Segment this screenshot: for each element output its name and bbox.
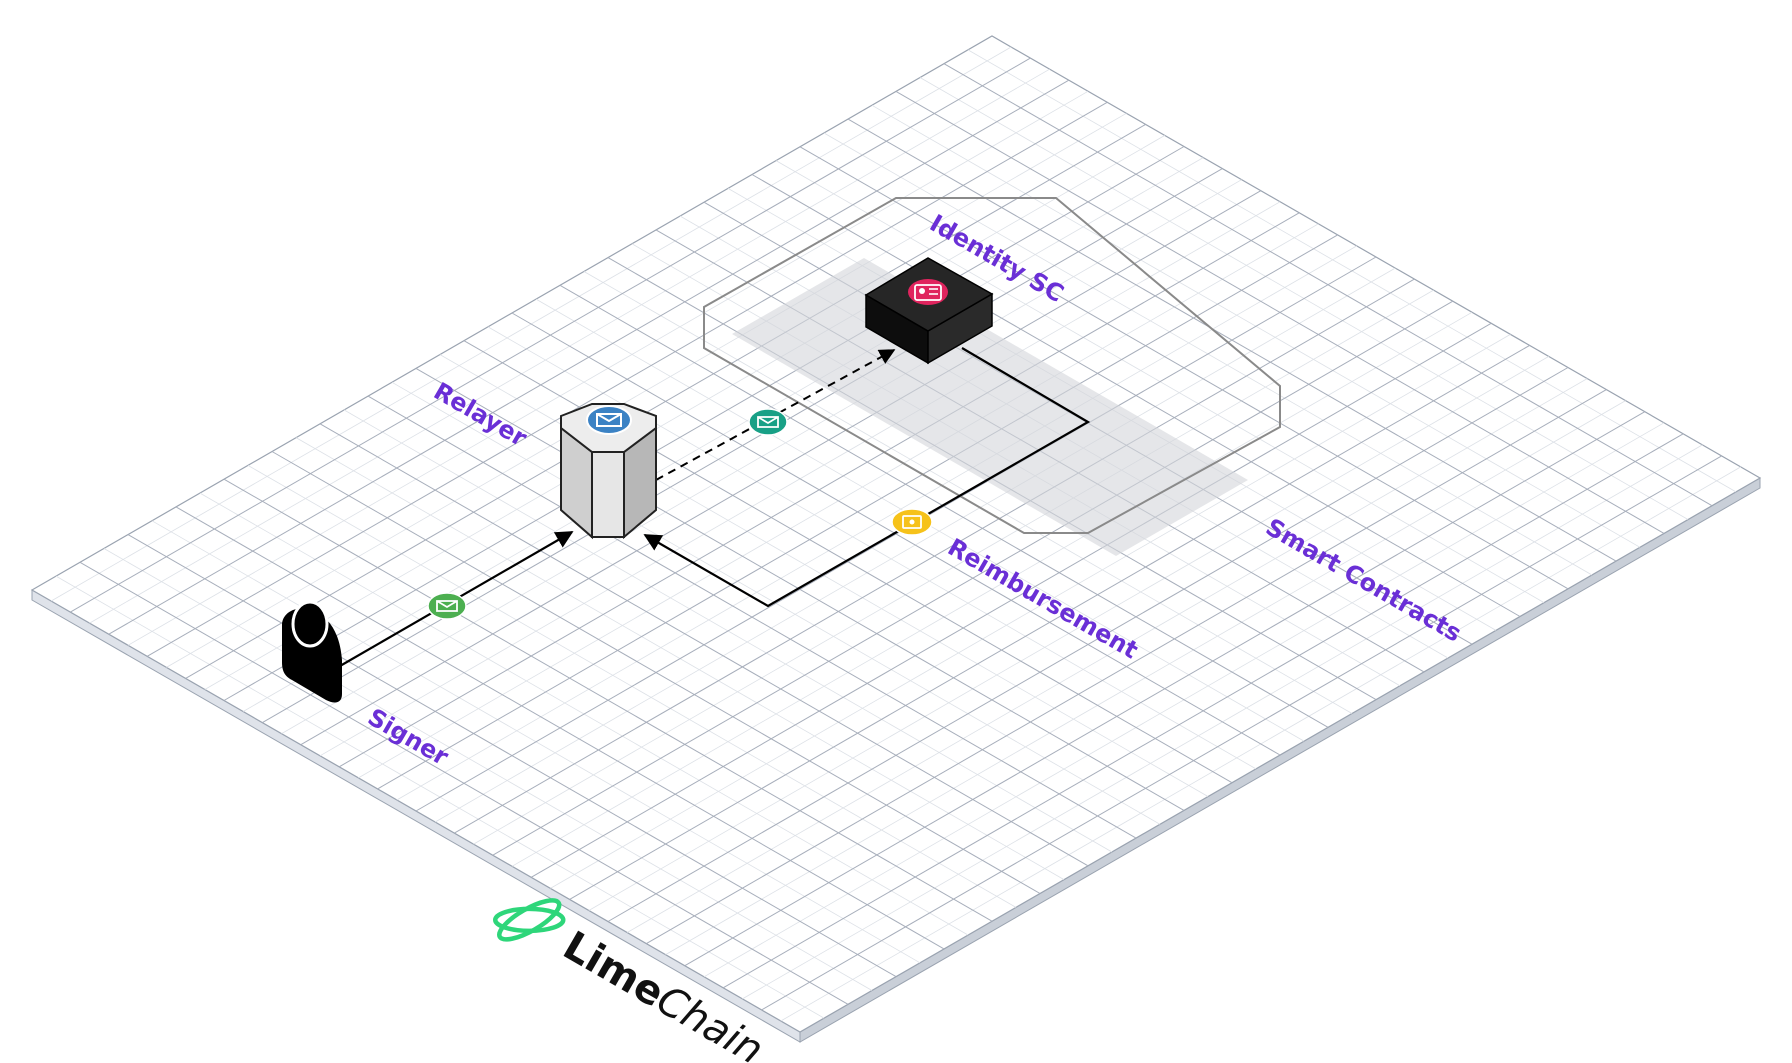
relayer-front-face xyxy=(591,451,625,538)
limechain-leaf-icon xyxy=(492,898,566,942)
grid-line xyxy=(722,433,1684,989)
identity-sc-hexagon xyxy=(703,197,1281,534)
relayer-message-badge xyxy=(748,408,788,436)
identity-sc-zone-shading xyxy=(732,258,1248,556)
grid-line xyxy=(646,389,1607,945)
grid-line xyxy=(751,174,1521,617)
grid-line xyxy=(761,455,1722,1011)
grid-line xyxy=(607,367,1569,922)
grid-line xyxy=(943,63,1713,507)
grid-line xyxy=(684,411,1646,967)
grid-line xyxy=(530,322,1492,878)
identity-sc-region xyxy=(703,197,1281,556)
grid-major-lines xyxy=(70,57,1722,1011)
relayer-to-identity-dashed-arrow xyxy=(655,349,896,481)
coin-icon xyxy=(891,508,933,536)
grid-line xyxy=(569,344,1530,900)
message-queue-icon xyxy=(586,405,632,435)
signer-message-badge xyxy=(427,592,467,620)
grid-line xyxy=(492,300,1454,856)
reimbursement-coin-badge xyxy=(891,508,933,536)
grid-line xyxy=(454,278,1415,834)
grid-line xyxy=(559,284,1329,728)
grid-line xyxy=(895,90,1665,534)
user-icon xyxy=(282,600,342,703)
id-card-icon xyxy=(908,279,948,305)
grid-line xyxy=(799,146,1569,590)
grid-line xyxy=(847,118,1617,562)
envelope-icon xyxy=(748,408,788,436)
grid-line xyxy=(511,312,1281,756)
envelope-icon xyxy=(427,592,467,620)
